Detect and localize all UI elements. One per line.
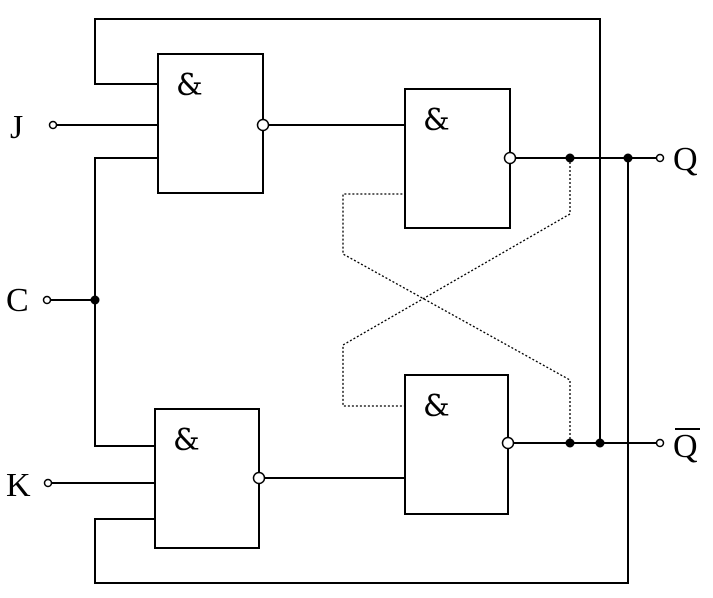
terminal-k (43, 478, 53, 488)
inverter-bubble (503, 151, 517, 165)
label-c: C (6, 282, 29, 319)
terminal-c (42, 295, 52, 305)
terminal-q-bar (655, 438, 665, 448)
inverter-bubble (252, 471, 266, 485)
label-q-bar: Q (673, 428, 698, 465)
gate-symbol: & (423, 103, 450, 138)
junction-q-feedback (623, 153, 633, 163)
label-k: K (6, 467, 31, 504)
junction-clock (90, 295, 100, 305)
clock-wire-bottom (94, 299, 156, 447)
terminal-j (48, 120, 58, 130)
feedback-wire-top (94, 18, 601, 444)
junction-q-cross (565, 153, 575, 163)
clock-wire-top (94, 157, 159, 301)
label-q: Q (673, 141, 698, 178)
inverter-bubble (256, 118, 270, 132)
label-j: J (10, 109, 23, 146)
gate-symbol: & (423, 389, 450, 424)
junction-q-bar-feedback (595, 438, 605, 448)
inverter-bubble (501, 436, 515, 450)
gate-symbol: & (173, 423, 200, 458)
junction-q-bar-cross (565, 438, 575, 448)
nand-gate-latch-bottom: & (404, 374, 515, 515)
feedback-wire-bottom (94, 157, 629, 584)
nand-gate-input-bottom: & (154, 408, 266, 549)
nand-gate-input-top: & (157, 53, 270, 194)
terminal-q (655, 153, 665, 163)
cross-wire-q-to-bottom (342, 158, 571, 407)
gate-symbol: & (176, 68, 203, 103)
nand-gate-latch-top: & (404, 88, 517, 229)
cross-wire-q-bar-to-top (342, 193, 571, 443)
